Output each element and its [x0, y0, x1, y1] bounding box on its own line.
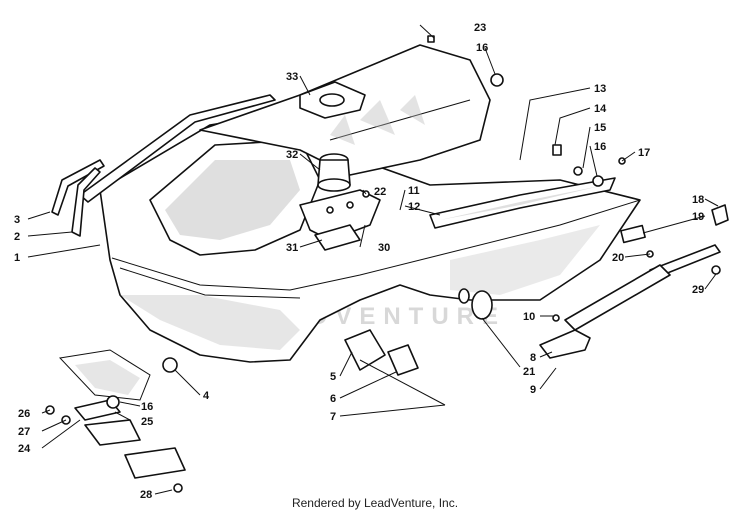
marker-lens	[620, 224, 646, 244]
callout-28: 28	[140, 489, 152, 501]
callout-32: 32	[286, 149, 298, 161]
callout-26: 26	[18, 408, 30, 420]
steering-boot	[317, 153, 351, 192]
callout-16-lower: 16	[141, 401, 153, 413]
callout-22: 22	[374, 186, 386, 198]
callout-27: 27	[18, 426, 30, 438]
callout-11: 11	[408, 185, 420, 197]
callout-8: 8	[530, 352, 536, 364]
callout-5: 5	[330, 371, 336, 383]
callouts: 1 2 3 4 5 6 7 8 9 10 11 12 13 14 15 16 1…	[14, 22, 704, 501]
callout-10: 10	[523, 311, 535, 323]
callout-30: 30	[378, 242, 390, 254]
callout-20: 20	[612, 252, 624, 264]
callout-6: 6	[330, 393, 336, 405]
hinge-strip	[564, 264, 671, 331]
clip	[711, 204, 729, 226]
callout-14: 14	[594, 103, 607, 115]
callout-16-top: 16	[476, 42, 488, 54]
callout-24: 24	[18, 443, 31, 455]
callout-25: 25	[141, 416, 153, 428]
leader-lines	[27, 24, 719, 495]
callout-13: 13	[594, 83, 606, 95]
callout-9: 9	[530, 384, 536, 396]
callout-21: 21	[523, 366, 535, 378]
latch	[539, 329, 591, 359]
lower-bracket	[58, 349, 186, 479]
callout-31: 31	[286, 242, 298, 254]
callout-12: 12	[408, 201, 420, 213]
callout-29: 29	[692, 284, 704, 296]
side-panel	[429, 177, 616, 229]
belly-pan	[99, 109, 641, 363]
callout-4: 4	[203, 390, 210, 402]
callout-3: 3	[14, 214, 20, 226]
callout-19: 19	[692, 211, 704, 223]
callout-1: 1	[14, 252, 20, 264]
callout-18: 18	[692, 194, 704, 206]
callout-15: 15	[594, 122, 606, 134]
left-trim	[51, 94, 276, 237]
mount-plate	[299, 189, 381, 251]
callout-16-right: 16	[594, 141, 606, 153]
footer-credit: Rendered by LeadVenture, Inc.	[291, 496, 459, 510]
callout-2: 2	[14, 231, 20, 243]
tail-light	[344, 329, 446, 406]
callout-33: 33	[286, 71, 298, 83]
callout-17: 17	[638, 147, 650, 159]
callout-23: 23	[474, 22, 486, 34]
flange-plate	[299, 81, 366, 119]
callout-7: 7	[330, 411, 336, 423]
grommet	[471, 290, 493, 320]
